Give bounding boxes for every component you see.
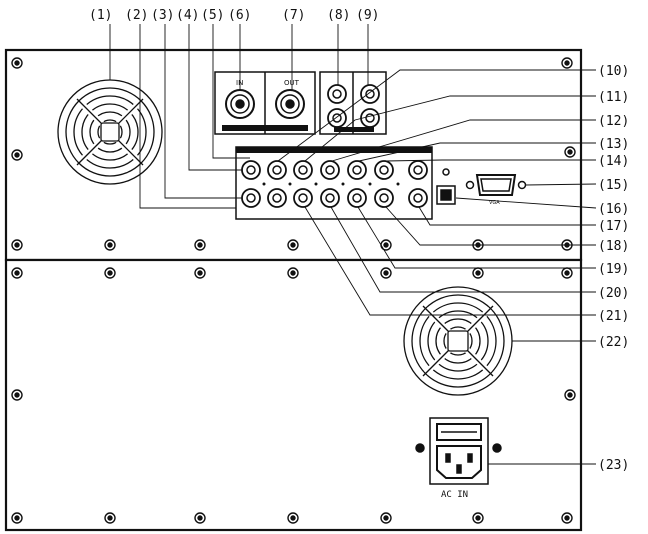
label-ac-in: AC IN bbox=[441, 490, 468, 500]
callout-7: (7) bbox=[282, 8, 305, 23]
callouts-top: (1) (2) (3) (4) (5) (6) (7) (8) (9) bbox=[89, 8, 379, 23]
screws bbox=[11, 57, 576, 524]
callout-20: (20) bbox=[598, 286, 629, 301]
callout-11: (11) bbox=[598, 90, 629, 105]
io-box-small bbox=[319, 71, 387, 135]
screw bbox=[380, 512, 392, 524]
screw bbox=[11, 239, 23, 251]
callout-22: (22) bbox=[598, 335, 629, 350]
bnc-connector-out bbox=[275, 89, 305, 119]
callout-12: (12) bbox=[598, 114, 629, 129]
jack bbox=[408, 188, 428, 208]
jack bbox=[267, 160, 287, 180]
callout-1: (1) bbox=[89, 8, 112, 23]
jack bbox=[347, 188, 367, 208]
lower-panel bbox=[4, 258, 583, 532]
screw bbox=[472, 512, 484, 524]
jack bbox=[374, 160, 394, 180]
callouts-right: (10) (11) (12) (13) (14) (15) (16) (17) … bbox=[598, 64, 629, 473]
callout-4: (4) bbox=[176, 8, 199, 23]
callout-19: (19) bbox=[598, 262, 629, 277]
jack bbox=[327, 84, 347, 104]
screw bbox=[11, 267, 23, 279]
screw bbox=[380, 239, 392, 251]
callout-23: (23) bbox=[598, 458, 629, 473]
callout-5: (5) bbox=[201, 8, 224, 23]
callout-9: (9) bbox=[356, 8, 379, 23]
vga-port: VGA bbox=[465, 174, 527, 206]
callout-15: (15) bbox=[598, 178, 629, 193]
label-vga: VGA bbox=[489, 200, 500, 206]
screw bbox=[11, 57, 23, 69]
callout-8: (8) bbox=[327, 8, 350, 23]
jack bbox=[374, 188, 394, 208]
screw bbox=[287, 239, 299, 251]
callout-6: (6) bbox=[228, 8, 251, 23]
callout-21: (21) bbox=[598, 309, 629, 324]
ac-inlet: AC IN bbox=[415, 417, 502, 500]
jack bbox=[293, 188, 313, 208]
callout-17: (17) bbox=[598, 219, 629, 234]
screw bbox=[287, 512, 299, 524]
callout-2: (2) bbox=[125, 8, 148, 23]
screw bbox=[11, 389, 23, 401]
cooling-fan-lower bbox=[403, 286, 513, 396]
screw bbox=[194, 267, 206, 279]
jack bbox=[320, 160, 340, 180]
screw bbox=[11, 149, 23, 161]
screw bbox=[564, 146, 576, 158]
callout-10: (10) bbox=[598, 64, 629, 79]
callout-18: (18) bbox=[598, 239, 629, 254]
screw bbox=[561, 267, 573, 279]
screw bbox=[380, 267, 392, 279]
screw bbox=[561, 57, 573, 69]
screw bbox=[194, 512, 206, 524]
screw bbox=[104, 267, 116, 279]
screw bbox=[104, 239, 116, 251]
screw bbox=[564, 389, 576, 401]
screw bbox=[561, 512, 573, 524]
jack bbox=[267, 188, 287, 208]
screw bbox=[194, 239, 206, 251]
callout-3: (3) bbox=[151, 8, 174, 23]
jack bbox=[408, 160, 428, 180]
jack bbox=[293, 160, 313, 180]
screw bbox=[11, 512, 23, 524]
jack bbox=[320, 188, 340, 208]
callout-16: (16) bbox=[598, 202, 629, 217]
callout-14: (14) bbox=[598, 154, 629, 169]
usb-port bbox=[436, 168, 456, 205]
jack bbox=[347, 160, 367, 180]
jack bbox=[360, 84, 380, 104]
leader-lines bbox=[109, 24, 597, 465]
screw bbox=[287, 267, 299, 279]
screw bbox=[472, 267, 484, 279]
screw bbox=[104, 512, 116, 524]
cooling-fan-upper bbox=[57, 79, 163, 185]
callout-13: (13) bbox=[598, 137, 629, 152]
